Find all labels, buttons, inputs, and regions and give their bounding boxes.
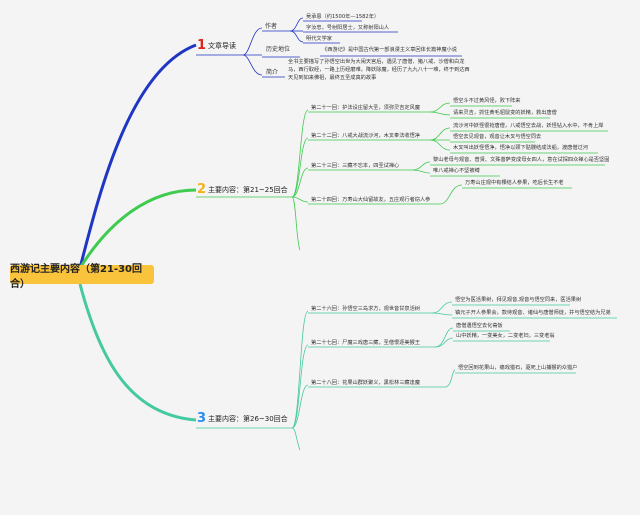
chapter-23-item-1: 黎山老母与观音、普贤、文殊菩萨变成母女四人，意在试探四众禅心是否坚固 — [433, 157, 610, 163]
chapter-26-label: 第二十六回：孙悟空三岛求方，观世音甘泉活树 — [311, 306, 420, 312]
author-label: 作者 — [265, 23, 278, 30]
author-item-2: 字汝忠，号射阳居士，又称射阳山人 — [306, 25, 390, 31]
chapter-26-item-1: 悟空为医活果树，拜见观音,观音与悟空同来，医活果树 — [455, 297, 582, 303]
branch-1-label: 文章导读 — [208, 42, 236, 50]
branch-2-curve — [78, 188, 197, 269]
branch-1-number: 1 — [197, 38, 207, 53]
chapter-22-item-3: 木叉叫出妖怪悟净，悟净以颈下骷髅结成法船，渡唐僧过河 — [453, 145, 588, 151]
chapter-21-item-2: 请来灵吉，抓住黄毛貂鼠变的妖精，救出唐僧 — [453, 110, 557, 116]
intro-label: 简介 — [266, 69, 279, 76]
branch-3-lines — [196, 301, 617, 451]
author-item-3: 明代文学家 — [306, 36, 332, 42]
chapter-27-item-1: 唐僧遇悟空去化斋饭 — [456, 323, 503, 329]
history-item-1: 《西游记》是中国古代第一部浪漫主义章回体长篇神魔小说 — [322, 47, 457, 53]
chapter-24-item-1: 万寿山庄观中有棵结人参果，吃后长生不老 — [465, 180, 564, 186]
intro-line-2: 马，西行取经，一路上历经磨难，降妖除魔，经历了九九八十一难，终于到达西 — [288, 67, 470, 73]
intro-line-3: 天见到如来佛祖，最终五圣成真的故事 — [288, 75, 377, 81]
branch-2-lines — [196, 102, 608, 251]
branch-2-number: 2 — [197, 182, 207, 197]
history-label: 历史地位 — [266, 46, 291, 53]
chapter-26-item-2: 镇元子开人参果会，款待观音、诸仙与唐僧师徒，并与悟空结为兄弟 — [455, 310, 611, 316]
chapter-27-label: 第二十七回：尸魔三戏唐三藏，圣僧恨逐美猴王 — [311, 340, 420, 346]
branch-3-number: 3 — [197, 411, 207, 426]
chapter-27-item-2: 山中妖精，一变美女，二变老妇，三变老翁 — [456, 333, 555, 339]
chapter-22-item-2: 悟空去见观音，观音让木叉与悟空同去 — [453, 134, 542, 140]
chapter-28-label: 第二十八回：花果山群妖聚义，黑松林三藏逢魔 — [311, 380, 420, 386]
root-title: 西游记主要内容（第21-30回合） — [10, 263, 142, 290]
chapter-22-item-1: 流沙河中妖怪很抢唐僧，八戒悟空去战，妖怪钻入水中，不肯上岸 — [453, 123, 604, 129]
chapter-21-item-1: 悟空斗不过黄风怪，败下阵来 — [453, 98, 521, 104]
branch-3-label: 主要内容：第26~30回合 — [208, 415, 288, 423]
intro-line-1: 全书主要描写了孙悟空出世为大闹天宫后，遇见了唐僧、猪八戒、沙僧和白龙 — [288, 59, 465, 65]
branch-2-label: 主要内容：第21~25回合 — [208, 186, 288, 194]
author-item-1: 吴承恩（约1500年—1582年） — [306, 14, 380, 20]
chapter-21-label: 第二十一回：护法设庄留大圣，须弥灵吉定风魔 — [311, 105, 420, 111]
chapter-23-item-2: 唯八戒禅心不坚被缚 — [433, 168, 480, 174]
chapter-28-item-1: 悟空回到花果山，痛戏猎石，驱死上山捕猴的众猎户 — [458, 365, 578, 371]
branch-3-curve — [78, 283, 197, 422]
branch-1-lines — [196, 17, 462, 78]
chapter-24-label: 第二十四回：万寿山大仙留故友，五庄观行者窃人参 — [311, 197, 431, 203]
chapter-23-label: 第二十三回：三藏不忘本，四圣试禅心 — [311, 163, 400, 169]
root-topic: 西游记主要内容（第21-30回合） — [10, 264, 154, 290]
chapter-22-label: 第二十二回：八戒大战流沙河，木叉奉法收悟净 — [311, 133, 420, 139]
branch-1-curve — [78, 43, 197, 269]
